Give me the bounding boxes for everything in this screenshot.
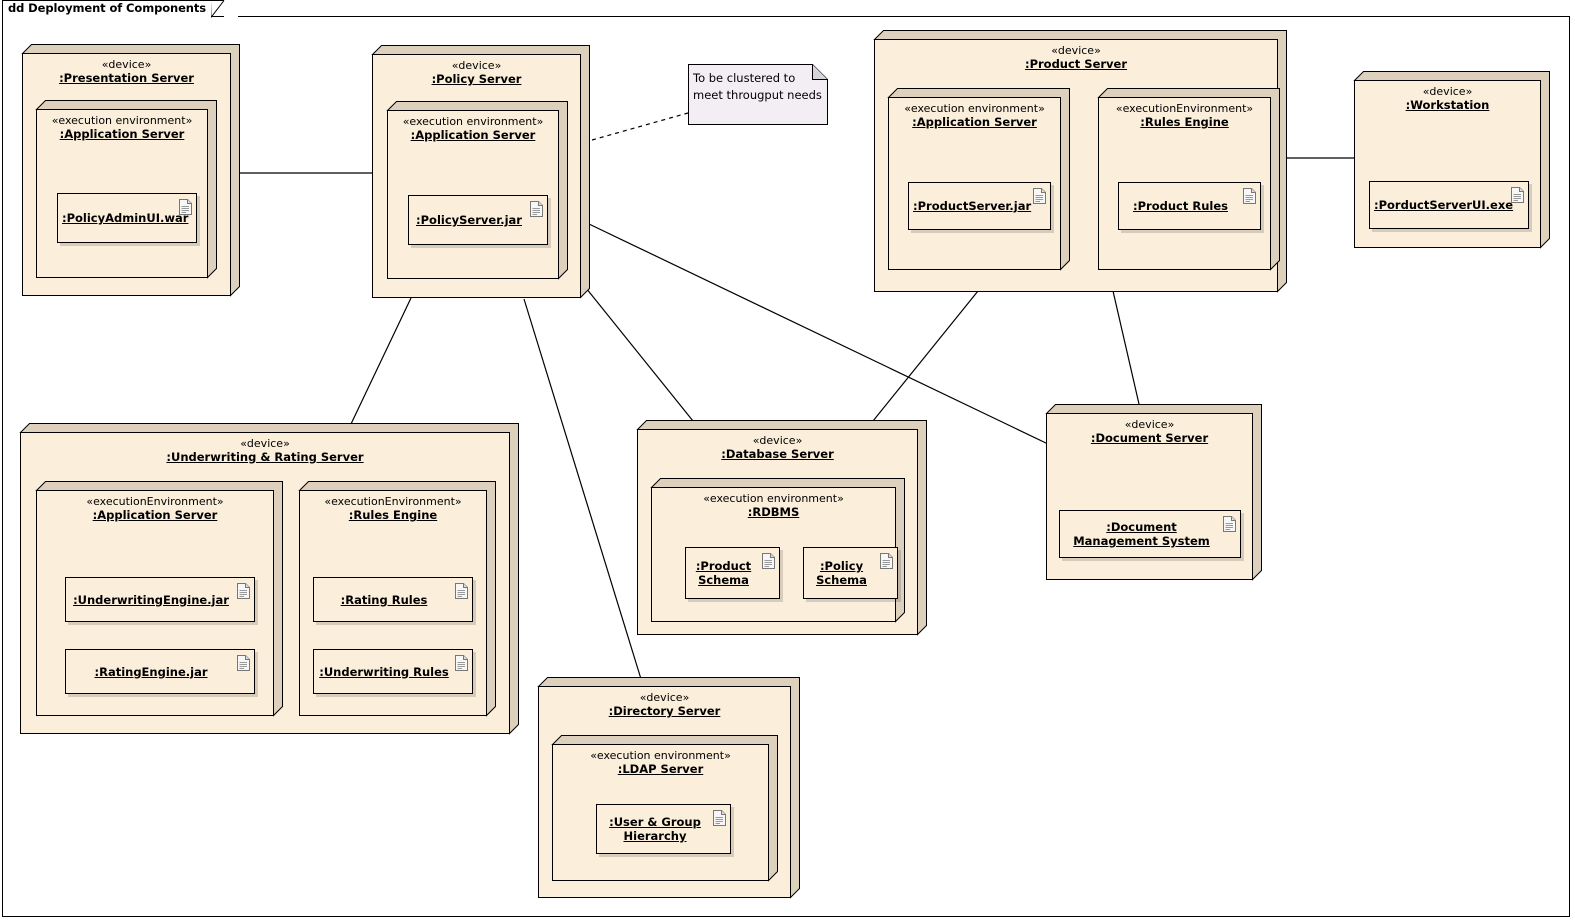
node-underwriting-application-server[interactable]: «executionEnvironment» :Application Serv…	[35, 481, 283, 717]
node-name: :RDBMS	[747, 505, 800, 519]
artifact-label: :User & Group Hierarchy	[609, 815, 701, 843]
node-stereotype: «execution environment»	[590, 749, 731, 762]
node-stereotype: «executionEnvironment»	[1115, 102, 1254, 115]
frame-border-top-right	[238, 16, 1570, 17]
artifact-document-management-system[interactable]: :Document Management System	[1059, 510, 1241, 558]
artifact-label: :Product Schema	[695, 559, 752, 587]
node-presentation-application-server[interactable]: «execution environment» :Application Ser…	[35, 100, 217, 279]
node-stereotype: «execution environment»	[402, 115, 544, 128]
node-database-server[interactable]: «device» :Database Server «execution env…	[636, 420, 927, 636]
artifact-label: :Underwriting Rules	[319, 664, 449, 679]
artifact-user-group-hierarchy[interactable]: :User & Group Hierarchy	[596, 804, 731, 854]
artifact-productserver-jar[interactable]: :ProductServer.jar	[908, 182, 1051, 230]
node-name: :Rules Engine	[1140, 115, 1229, 129]
node-name: :Product Server	[1024, 57, 1128, 71]
document-icon	[237, 583, 250, 599]
note-text: To be clustered to meet througput needs	[693, 71, 822, 102]
artifact-rating-rules[interactable]: :Rating Rules	[313, 577, 473, 622]
node-name: :Application Server	[912, 115, 1037, 129]
artifact-label: :Policy Schema	[816, 559, 867, 587]
diagram-title: dd Deployment of Components	[2, 0, 212, 17]
document-icon	[455, 583, 468, 599]
node-directory-ldap-server[interactable]: «execution environment» :LDAP Server :Us…	[551, 735, 778, 882]
artifact-policy-schema[interactable]: :Policy Schema	[803, 547, 898, 599]
artifact-label: :Document Management System	[1073, 520, 1210, 548]
node-name: :Policy Server	[431, 72, 522, 86]
node-name: :Database Server	[721, 447, 834, 461]
node-database-rdbms[interactable]: «execution environment» :RDBMS :Product …	[650, 478, 905, 623]
node-directory-server[interactable]: «device» :Directory Server «execution en…	[537, 677, 800, 899]
node-stereotype: «device»	[752, 434, 803, 447]
node-workstation[interactable]: «device» :Workstation :PorductServerUI.e…	[1353, 71, 1550, 249]
node-stereotype: «device»	[1422, 85, 1473, 98]
node-name: :Workstation	[1405, 98, 1490, 112]
artifact-label: :Product Rules	[1133, 199, 1228, 213]
document-icon	[713, 810, 726, 826]
document-icon	[179, 199, 192, 215]
diagram-frame	[2, 16, 1570, 917]
node-stereotype: «device»	[451, 59, 502, 72]
document-icon	[1511, 187, 1524, 203]
node-policy-server[interactable]: «device» :Policy Server «execution envir…	[371, 45, 590, 299]
node-underwriting-rating-server[interactable]: «device» :Underwriting & Rating Server «…	[19, 423, 519, 735]
document-icon	[1243, 188, 1256, 204]
node-name: :Document Server	[1090, 431, 1209, 445]
node-document-server[interactable]: «device» :Document Server :Document Mana…	[1045, 404, 1262, 581]
artifact-label: :RatingEngine.jar	[94, 664, 208, 679]
artifact-label: :PorductServerUI.exe	[1374, 198, 1514, 212]
artifact-underwriting-rules[interactable]: :Underwriting Rules	[313, 649, 473, 694]
note-clustering[interactable]: To be clustered to meet througput needs	[688, 64, 828, 125]
artifact-ratingengine-jar[interactable]: :RatingEngine.jar	[65, 649, 255, 694]
artifact-porductserverui-exe[interactable]: :PorductServerUI.exe	[1369, 181, 1529, 229]
node-body: «execution environment» :Application Ser…	[387, 110, 559, 279]
node-stereotype: «device»	[1124, 418, 1175, 431]
node-product-server[interactable]: «device» :Product Server «execution envi…	[873, 30, 1287, 293]
node-name: :Presentation Server	[59, 71, 194, 85]
node-name: :Application Server	[59, 127, 185, 141]
node-stereotype: «executionEnvironment»	[86, 495, 224, 508]
node-underwriting-rules-engine[interactable]: «executionEnvironment» :Rules Engine :Ra…	[298, 481, 496, 717]
node-stereotype: «executionEnvironment»	[324, 495, 462, 508]
document-icon	[455, 655, 468, 671]
node-stereotype: «execution environment»	[703, 492, 844, 505]
node-name: :Underwriting & Rating Server	[166, 450, 364, 464]
note-shape	[688, 64, 828, 125]
document-icon	[1033, 188, 1046, 204]
document-icon	[880, 553, 893, 569]
node-stereotype: «device»	[101, 58, 152, 71]
node-name: :Application Server	[92, 508, 218, 522]
artifact-policyserver-jar[interactable]: :PolicyServer.jar	[408, 195, 548, 245]
node-policy-application-server[interactable]: «execution environment» :Application Ser…	[386, 101, 568, 280]
node-stereotype: «execution environment»	[904, 102, 1045, 115]
artifact-policyadminui-war[interactable]: :PolicyAdminUI.war	[57, 193, 197, 243]
node-stereotype: «device»	[639, 691, 690, 704]
artifact-label: :Rating Rules	[340, 592, 428, 607]
artifact-label: :PolicyAdminUI.war	[62, 211, 189, 225]
artifact-label: :ProductServer.jar	[913, 199, 1032, 213]
artifact-label: :UnderwritingEngine.jar	[73, 592, 229, 607]
document-icon	[762, 553, 775, 569]
artifact-underwritingengine-jar[interactable]: :UnderwritingEngine.jar	[65, 577, 255, 622]
artifact-product-rules[interactable]: :Product Rules	[1118, 182, 1261, 230]
node-name: :Application Server	[410, 128, 536, 142]
node-stereotype: «device»	[240, 437, 290, 450]
artifact-product-schema[interactable]: :Product Schema	[685, 547, 780, 599]
node-stereotype: «device»	[1051, 44, 1101, 57]
document-icon	[530, 201, 543, 217]
node-name: :Rules Engine	[348, 508, 438, 522]
node-presentation-server[interactable]: «device» :Presentation Server «execution…	[21, 44, 240, 297]
node-product-application-server[interactable]: «execution environment» :Application Ser…	[887, 88, 1070, 271]
node-name: :Directory Server	[608, 704, 721, 718]
artifact-label: :PolicyServer.jar	[416, 213, 522, 227]
diagram-title-tab-corner	[211, 0, 225, 18]
node-stereotype: «execution environment»	[51, 114, 193, 127]
node-product-rules-engine[interactable]: «executionEnvironment» :Rules Engine :Pr…	[1097, 88, 1280, 271]
document-icon	[237, 655, 250, 671]
node-name: :LDAP Server	[617, 762, 704, 776]
document-icon	[1223, 516, 1236, 532]
